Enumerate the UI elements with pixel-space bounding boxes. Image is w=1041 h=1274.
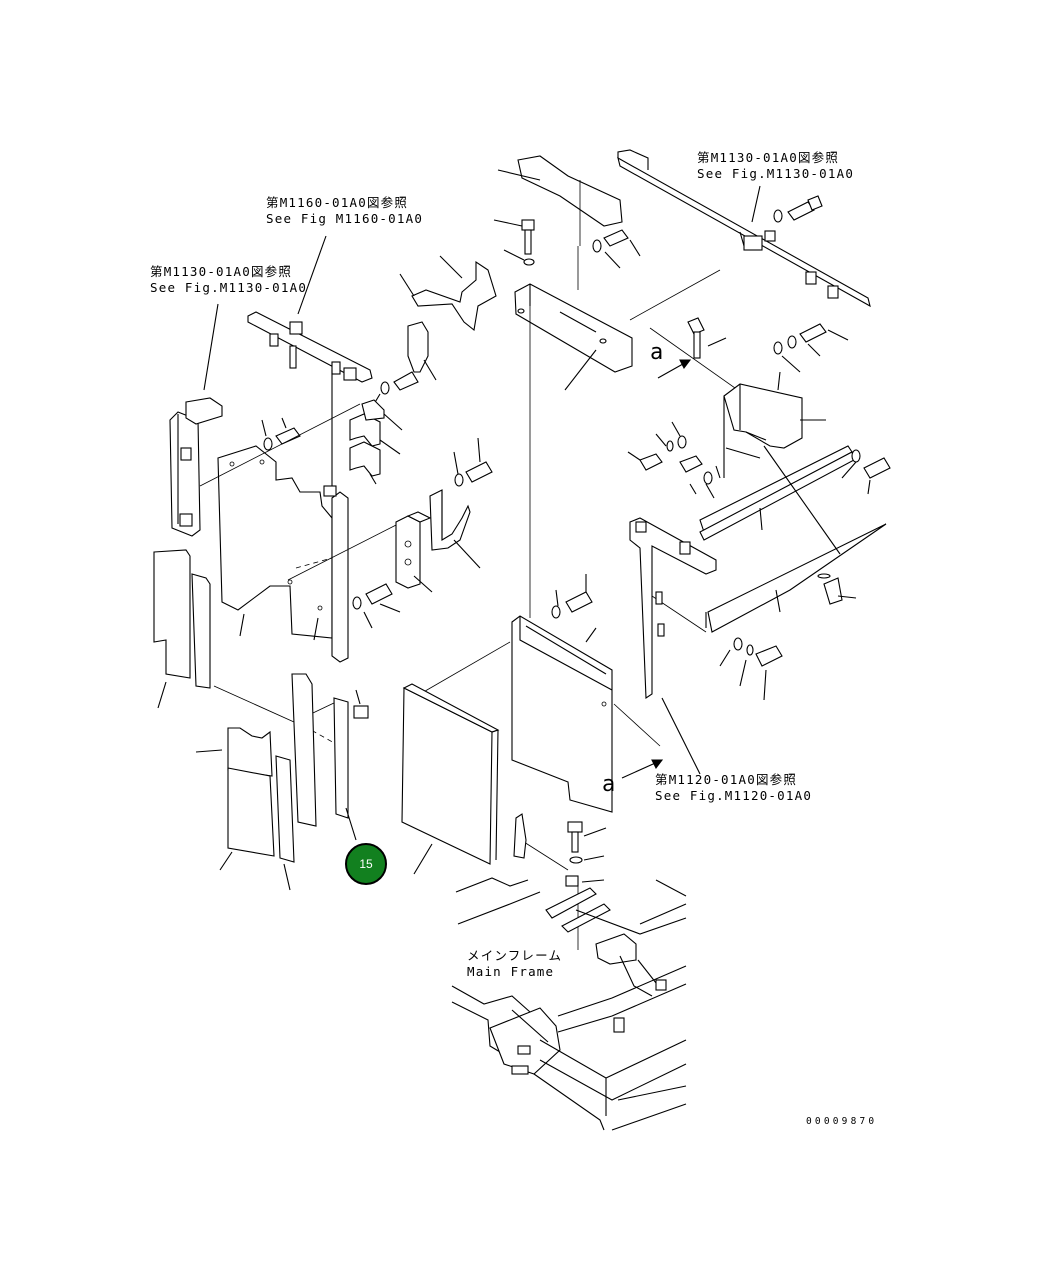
large-insulation-panel (401, 683, 500, 875)
main-frame-jp: メインフレーム (467, 948, 563, 963)
ref-left-jp: 第M1130-01A0図参照 (150, 264, 293, 279)
left-vertical-post (169, 303, 223, 537)
upper-cover-plate (497, 155, 623, 227)
angle-tab-bracket (429, 489, 481, 569)
center-top-rail (247, 235, 373, 383)
center-side-plate (511, 574, 661, 813)
ref-lower-right: 第M1120-01A0図参照 See Fig.M1120-01A0 (655, 772, 812, 804)
bolt-left-panel (261, 417, 301, 451)
ref-top-center-jp: 第M1160-01A0図参照 (266, 195, 409, 210)
bolt-block (352, 583, 401, 629)
view-marker-lower: a (602, 772, 616, 797)
angle-bracket-upper (399, 255, 497, 381)
main-frame-label: メインフレーム Main Frame (467, 948, 562, 980)
bolts-right-cluster (627, 317, 891, 701)
spacer-block (395, 511, 433, 593)
ref-top-right: 第M1130-01A0図参照 See Fig.M1130-01A0 (697, 150, 854, 182)
part-15-channel (291, 673, 369, 841)
main-frame-en: Main Frame (467, 964, 555, 979)
left-vertical-column (313, 370, 349, 663)
right-gusset-bracket (723, 371, 826, 478)
lower-notched-pad (195, 727, 295, 891)
main-frame-structure (451, 877, 687, 1131)
drawing-number: 00009870 (806, 1116, 878, 1127)
bolt-top-right (773, 195, 823, 223)
u-clip-blocks (349, 399, 403, 485)
assembly-guide-lines (199, 180, 753, 950)
top-channel-bracket (514, 283, 633, 391)
bolt-top-center (493, 219, 641, 269)
bolt-u-clip (453, 437, 493, 487)
ref-left: 第M1130-01A0図参照 See Fig.M1130-01A0 (150, 264, 307, 296)
right-vertical-post (629, 517, 717, 775)
right-angle-strips (699, 445, 887, 633)
ref-left-en: See Fig.M1130-01A0 (150, 280, 308, 295)
part-callout-15[interactable]: 15 (345, 843, 387, 885)
ref-lower-right-jp: 第M1120-01A0図参照 (655, 772, 798, 787)
left-main-panel (217, 445, 333, 639)
ref-top-center: 第M1160-01A0図参照 See Fig M1160-01A0 (266, 195, 423, 227)
main-frame-hardware (513, 813, 607, 887)
ref-top-right-jp: 第M1130-01A0図参照 (697, 150, 840, 165)
left-foam-pads (153, 549, 211, 709)
ref-lower-right-en: See Fig.M1120-01A0 (655, 788, 813, 803)
view-arrow-upper (657, 359, 692, 379)
ref-top-center-en: See Fig M1160-01A0 (266, 211, 424, 226)
top-right-rail (617, 149, 871, 308)
bolt-center-rail (373, 371, 419, 405)
view-marker-upper: a (650, 340, 664, 365)
view-arrow-lower (621, 759, 664, 779)
ref-top-right-en: See Fig.M1130-01A0 (697, 166, 855, 181)
